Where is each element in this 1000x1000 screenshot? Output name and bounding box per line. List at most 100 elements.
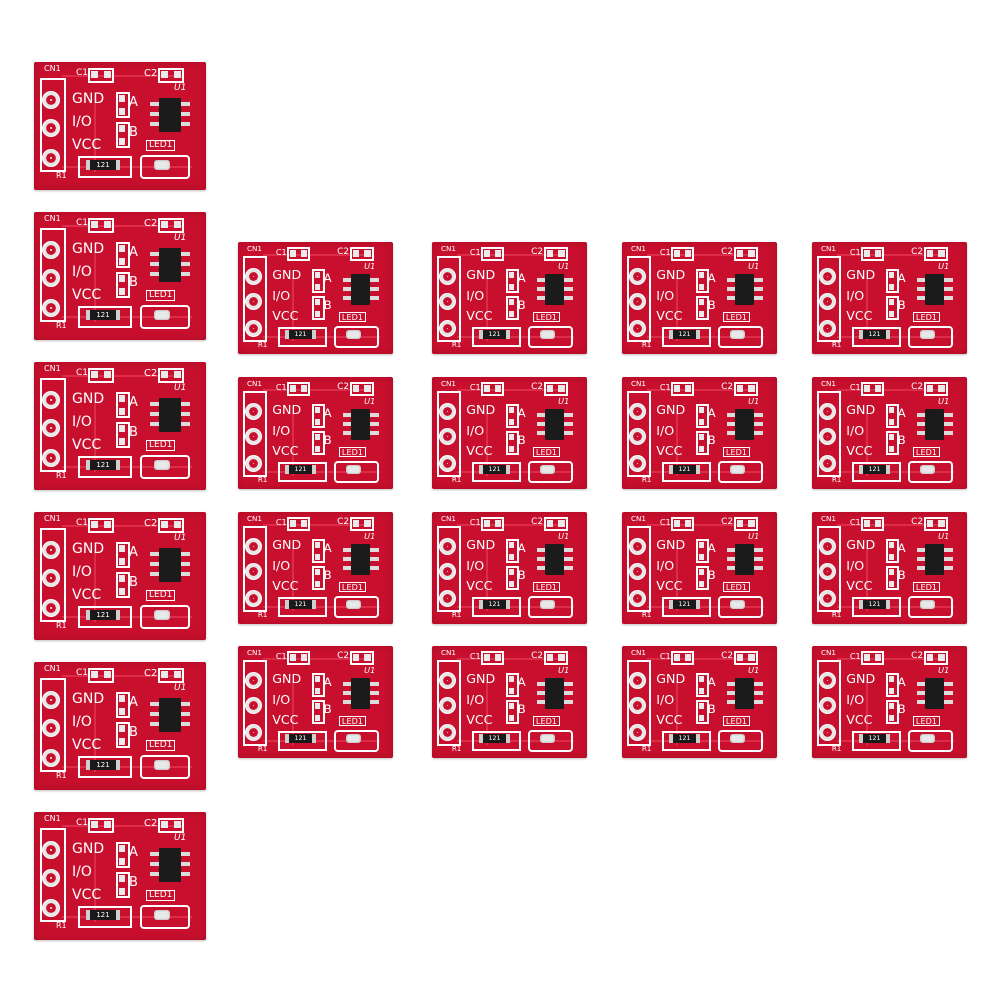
led-component (346, 734, 361, 744)
ic-pin (754, 413, 763, 417)
led-label: LED1 (912, 582, 940, 593)
jumper-b-label: B (323, 432, 332, 447)
jumper-pad (888, 299, 895, 306)
header-outline (437, 391, 462, 477)
cap-pad (483, 520, 490, 527)
jumper-a-pads (311, 539, 325, 563)
header-pad (820, 539, 836, 555)
connector-label: CN1 (631, 513, 646, 523)
ic-pin (916, 287, 925, 291)
ic-pin (150, 722, 159, 726)
jumper-pad (508, 434, 515, 441)
cap-pad (161, 71, 168, 78)
header-pad (43, 570, 59, 586)
ic-label: U1 (748, 664, 760, 675)
ic-label: U1 (938, 395, 950, 406)
ic-label: U1 (174, 833, 187, 843)
cap-pad (685, 520, 692, 527)
header-outline (243, 660, 268, 746)
cap-pad (364, 385, 371, 392)
cap2-label: C2 (337, 247, 350, 258)
trace (62, 316, 192, 318)
ic-chip (350, 409, 371, 441)
connector-label: CN1 (44, 214, 61, 223)
ic-pin (150, 552, 159, 556)
jumper-pad (119, 95, 125, 102)
jumper-a-pads (311, 673, 325, 697)
connector-label: CN1 (44, 814, 61, 823)
cap2-pads (923, 382, 948, 397)
trace (457, 470, 575, 473)
trace (457, 657, 566, 660)
jumper-pad (119, 708, 125, 715)
led-component (540, 734, 555, 744)
cap-pad (673, 654, 680, 661)
jumper-a-pads (116, 542, 130, 568)
ic-label: U1 (558, 260, 570, 271)
ic-label: U1 (748, 395, 760, 406)
ic-chip (159, 248, 181, 282)
resistor-chip: 121 (86, 610, 120, 620)
jumper-pad (698, 703, 705, 710)
ic-pin (342, 566, 351, 570)
trace (647, 388, 756, 391)
trace (837, 657, 946, 660)
cap2-pads (158, 68, 184, 83)
ic-pin (916, 691, 925, 695)
cap1-label: C1 (469, 517, 481, 528)
led-label: LED1 (722, 312, 750, 323)
header-pad (820, 673, 836, 689)
jumper-b-label: B (517, 701, 526, 716)
cap-pad (104, 221, 111, 228)
cap1-label: C1 (76, 818, 89, 828)
header-pad (630, 429, 646, 445)
pin-vcc-label: VCC (72, 287, 102, 303)
header-outline (40, 528, 66, 622)
cap-pad (736, 250, 744, 257)
trace (62, 166, 192, 168)
ic-pin (342, 682, 351, 686)
pin-io-label: I/O (846, 422, 865, 438)
jumper-b-label: B (897, 297, 906, 312)
resistor-label: R1 (451, 610, 462, 620)
jumper-pad (314, 310, 321, 317)
pin-io-label: I/O (72, 414, 92, 430)
ic-pin (916, 566, 925, 570)
header-pad (440, 294, 456, 310)
trace (837, 253, 946, 256)
header-pad (630, 404, 646, 420)
cap1-label: C1 (275, 382, 287, 393)
ic-chip (924, 544, 945, 576)
pin-gnd-label: GND (72, 691, 105, 707)
header-pad (246, 725, 262, 741)
trace (457, 523, 566, 526)
cap2-label: C2 (531, 651, 544, 662)
jumper-a-pads (885, 673, 899, 697)
ic-label: U1 (364, 260, 376, 271)
jumper-a-label: A (129, 245, 138, 260)
pin-vcc-label: VCC (846, 712, 873, 728)
jumper-pad (119, 888, 125, 895)
pin-io-label: I/O (72, 114, 92, 130)
ic-pin (754, 557, 763, 561)
ic-pin (916, 557, 925, 561)
resistor-label: R1 (257, 744, 268, 754)
resistor-label: R1 (831, 340, 842, 350)
ic-pin (536, 682, 545, 686)
jumper-pad (508, 445, 515, 452)
ic-pin (342, 413, 351, 417)
header-pad (43, 300, 59, 316)
ic-chip (734, 544, 755, 576)
trace (263, 335, 381, 338)
trace (676, 682, 678, 746)
ic-pin (726, 700, 735, 704)
cap1-label: C1 (275, 247, 287, 258)
jumper-pad (119, 858, 125, 865)
jumper-pad (508, 418, 515, 425)
led-component (920, 734, 935, 744)
trace (94, 852, 96, 922)
jumper-b-label: B (323, 701, 332, 716)
pin-vcc-label: VCC (72, 437, 102, 453)
jumper-pad (119, 545, 125, 552)
